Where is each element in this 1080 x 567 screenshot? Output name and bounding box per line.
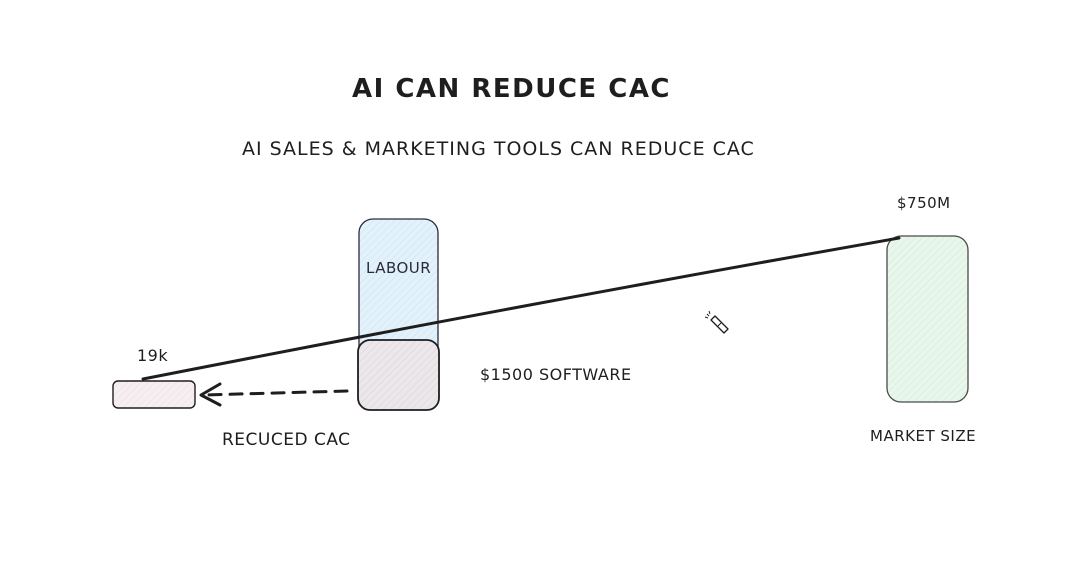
dashed-arrow-shaft[interactable] [202,389,349,397]
market-size-label: MARKET SIZE [870,427,977,445]
connector-line[interactable] [141,236,901,381]
labour-label: LABOUR [366,259,432,277]
reduced-cac-label: RECUCED CAC [222,430,351,450]
arrow-head-icon [199,382,222,407]
reduced-cac-box[interactable] [112,380,196,409]
software-label: $1500 SOFTWARE [480,365,632,384]
reduced-value-label: 19k [137,346,169,365]
market-value-label: $750M [897,194,951,212]
laser-pointer-icon [704,310,729,334]
page-title: AI CAN REDUCE CAC [352,74,672,104]
software-box[interactable] [357,339,440,411]
page-subtitle: AI SALES & MARKETING TOOLS CAN REDUCE CA… [242,138,755,160]
market-size-box[interactable] [886,235,969,403]
